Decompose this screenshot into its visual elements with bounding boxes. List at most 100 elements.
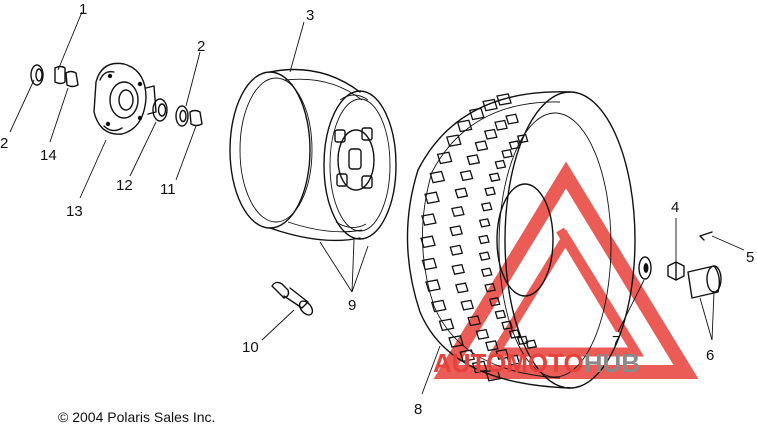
hub-stud-hole <box>137 81 143 87</box>
tread-block <box>488 297 501 307</box>
callout-part-4: 4 <box>671 199 679 216</box>
tread-block <box>421 257 438 271</box>
leader-2-left <box>9 79 35 133</box>
callout-part-5: 5 <box>746 249 754 266</box>
tread-block <box>508 140 521 150</box>
leader-7 <box>617 279 645 333</box>
valve-stem-part10 <box>271 281 314 316</box>
tread-block <box>480 267 493 278</box>
tread-block <box>429 170 446 184</box>
tread-block <box>516 133 529 144</box>
bearing-part1 <box>54 65 66 85</box>
left-seal-assembly <box>30 64 79 88</box>
watermark-text: AUTOMOTOHUB <box>433 348 640 378</box>
hub-shoulder <box>145 85 157 115</box>
tread-block <box>466 154 481 166</box>
tread-block <box>467 315 481 327</box>
watermark-slash <box>556 227 624 333</box>
hub-stud-hole <box>107 73 113 79</box>
tread-block <box>456 119 473 133</box>
leader-9b <box>351 239 355 293</box>
tread-block <box>474 140 489 152</box>
tire-sidewall-inner <box>498 112 612 378</box>
right-bearing-assembly <box>152 98 203 127</box>
tread-block <box>421 213 437 226</box>
callout-part-7: 7 <box>612 333 620 350</box>
rim-disc-ribs <box>335 94 369 228</box>
tread-block <box>420 235 436 249</box>
watermark-word-hub: HUB <box>584 348 640 378</box>
leader-12 <box>129 121 157 177</box>
leader-9c <box>351 245 369 293</box>
callout-part-13: 13 <box>66 203 83 220</box>
leader-1 <box>57 11 83 71</box>
rim-front-bead <box>329 98 391 232</box>
tread-block <box>501 320 513 331</box>
leader-10 <box>261 309 295 341</box>
seal-right-part2 <box>175 105 189 127</box>
hub-part13 <box>93 62 157 135</box>
tread-block <box>484 186 496 197</box>
tread-block <box>494 119 508 131</box>
tread-block <box>496 93 512 106</box>
tread-block <box>494 309 507 320</box>
tread-block <box>455 282 469 294</box>
hub-edge <box>99 70 123 132</box>
valve-base <box>298 300 314 316</box>
tread-block <box>468 107 485 121</box>
tread-block <box>460 299 475 311</box>
hub-stud-hole <box>105 121 111 127</box>
valve-body <box>283 287 309 309</box>
tread-block <box>475 328 490 340</box>
tire-tread-inner <box>422 101 561 379</box>
tread-block <box>488 172 501 182</box>
tread-block <box>459 349 476 362</box>
rim-part3 <box>229 68 397 242</box>
bearing-part14 <box>65 70 79 88</box>
leader-5 <box>711 235 745 251</box>
hub-flange <box>93 62 147 135</box>
callout-part-10: 10 <box>242 339 259 356</box>
tread-block <box>449 244 464 256</box>
tread-block <box>478 234 490 245</box>
tire-part8 <box>406 91 636 389</box>
copyright-notice: © 2004 Polaris Sales Inc. <box>58 409 215 425</box>
callout-part-12: 12 <box>116 177 133 194</box>
tread-block <box>425 279 441 292</box>
tread-block <box>482 98 498 112</box>
washer-hole <box>643 263 649 273</box>
tread-block <box>454 187 469 199</box>
tread-block <box>451 263 466 275</box>
callout-part-9: 9 <box>348 297 356 314</box>
tread-block <box>438 318 455 332</box>
tread-block <box>508 329 521 339</box>
callout-part-8: 8 <box>414 401 422 418</box>
tire-tread-blocks <box>420 93 538 382</box>
rim-center-disc <box>337 129 375 191</box>
callout-part-11: 11 <box>160 181 176 198</box>
rim-lug-hole <box>361 127 373 141</box>
tread-block <box>445 134 462 148</box>
tread-block <box>448 335 464 348</box>
leader-2-right <box>185 51 201 107</box>
cotter-pin-part5 <box>699 231 713 241</box>
seal-left-outer <box>30 64 44 86</box>
hub-stud-hole <box>137 115 143 121</box>
rim-barrel-top <box>269 68 361 93</box>
rim-center-bore <box>348 148 362 170</box>
callout-part-3: 3 <box>306 7 314 24</box>
leader-lines <box>9 11 745 395</box>
leader-13 <box>79 139 107 199</box>
hub-bore <box>118 89 134 111</box>
seal-right-inner <box>179 109 187 123</box>
callout-part-2-right: 2 <box>197 38 205 55</box>
leader-3 <box>289 21 305 73</box>
tread-block <box>451 205 465 218</box>
tread-block <box>505 113 519 125</box>
rim-lug-hole <box>336 173 348 187</box>
rim-back-bead <box>239 77 313 223</box>
washer-part7 <box>638 256 652 280</box>
tread-block <box>471 360 488 374</box>
